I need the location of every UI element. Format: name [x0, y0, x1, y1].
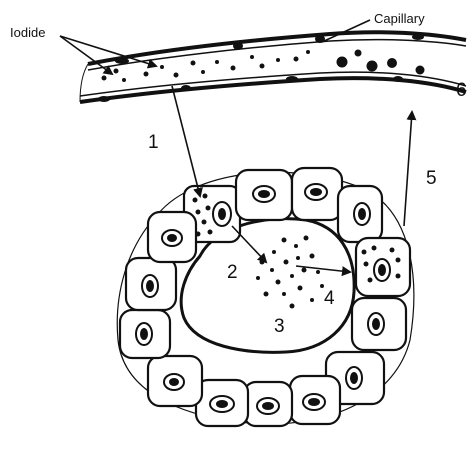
- step-3-number: 3: [274, 316, 285, 337]
- capillary-lower-wall: [80, 78, 466, 102]
- epithelial-cell-9: [244, 382, 292, 426]
- epithelial-cell-14: [148, 212, 196, 262]
- epithelial-cell-4: [338, 186, 382, 242]
- arrow-step-5: [404, 112, 412, 226]
- epithelial-cell-5: [356, 238, 410, 296]
- thyroid-follicle: [117, 168, 414, 426]
- step-2-number: 2: [227, 262, 238, 283]
- arrow-step-1: [172, 86, 200, 196]
- epithelial-cell-13: [126, 258, 176, 310]
- epithelial-cell-2: [236, 170, 292, 220]
- epithelial-cell-12: [120, 310, 170, 358]
- step-6-number: 6: [456, 80, 467, 101]
- epithelial-cell-6: [352, 298, 406, 350]
- label-iodide: Iodide: [10, 25, 45, 40]
- epithelial-cell-10: [196, 380, 248, 426]
- label-capillary: Capillary: [374, 11, 425, 26]
- step-1-number: 1: [148, 132, 159, 153]
- epithelial-cell-11: [148, 356, 202, 406]
- step-4-number: 4: [324, 288, 335, 309]
- step-5-number: 5: [426, 168, 437, 189]
- capillary-vessel: [80, 32, 466, 102]
- epithelial-cell-8: [290, 376, 340, 424]
- epithelial-cell-3: [292, 168, 342, 220]
